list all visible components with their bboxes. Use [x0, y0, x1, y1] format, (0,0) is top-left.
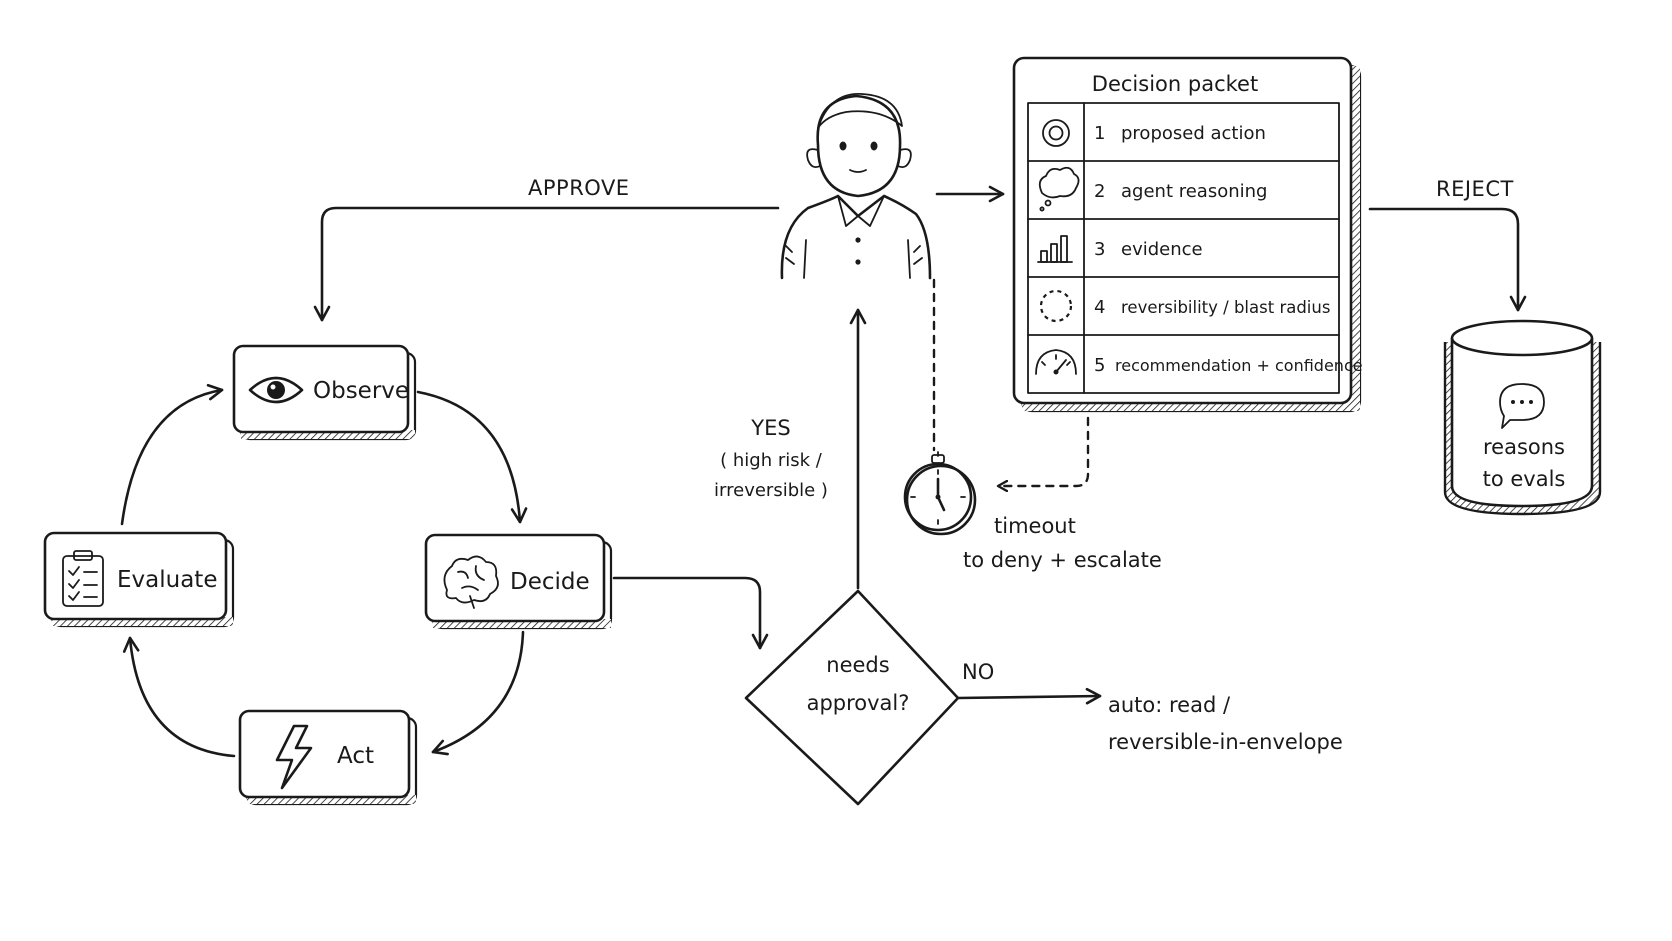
packet-row-3: 3 evidence — [1037, 235, 1203, 263]
timeout-line2: to deny + escalate — [963, 548, 1162, 572]
packet-title: Decision packet — [1092, 72, 1258, 96]
lightning-bolt-icon — [275, 724, 313, 790]
bar-chart-icon — [1037, 235, 1073, 263]
gauge-icon — [1035, 349, 1077, 375]
decision-packet: Decision packet 1 proposed action 2 agen… — [1012, 56, 1363, 413]
yes-detail-line2: irreversible ) — [714, 480, 828, 501]
eye-icon — [248, 376, 304, 404]
observe-label: Observe — [313, 378, 409, 404]
decide-to-gate-arrow — [612, 576, 769, 650]
packet-row-3-text: evidence — [1121, 239, 1203, 260]
packet-row-5: 5 recommendation + confidence — [1035, 349, 1363, 376]
packet-row-1-text: proposed action — [1121, 123, 1266, 144]
auto-line2: reversible-in-envelope — [1108, 730, 1343, 754]
approve-arrow — [313, 206, 780, 322]
dashed-circle-icon — [1039, 289, 1073, 323]
packet-to-timer-dashed-arrow — [996, 416, 1090, 486]
yes-label: YES — [750, 416, 790, 440]
decide-node: Decide — [424, 533, 613, 630]
store-line1: reasons — [1483, 435, 1565, 459]
timeout-line1: timeout — [994, 514, 1076, 538]
packet-row-1-num: 1 — [1094, 123, 1105, 144]
packet-row-2-text: agent reasoning — [1121, 181, 1267, 202]
act-label: Act — [337, 743, 374, 769]
human-reviewer-figure — [780, 93, 932, 280]
packet-row-4-num: 4 — [1094, 297, 1105, 318]
no-arrow — [956, 687, 1102, 705]
speech-bubble-icon — [1499, 383, 1545, 429]
stopwatch-icon — [903, 451, 977, 536]
gate-question-line2: approval? — [807, 691, 910, 715]
packet-row-2: 2 agent reasoning — [1038, 166, 1267, 212]
yes-detail-line1: ( high risk / — [720, 450, 823, 471]
observe-to-decide-arrow — [416, 390, 528, 524]
packet-row-1: 1 proposed action — [1042, 119, 1266, 147]
packet-row-2-num: 2 — [1094, 181, 1105, 202]
brain-icon — [443, 555, 499, 609]
no-label: NO — [962, 660, 994, 684]
target-icon — [1042, 119, 1070, 147]
store-line2: to evals — [1483, 467, 1566, 491]
packet-row-5-text: recommendation + confidence — [1115, 356, 1363, 375]
evaluate-node: Evaluate — [43, 531, 235, 628]
auto-line1: auto: read / — [1108, 693, 1231, 717]
packet-row-5-num: 5 — [1094, 355, 1105, 376]
reject-label: REJECT — [1436, 177, 1514, 201]
packet-row-4-text: reversibility / blast radius — [1121, 298, 1330, 317]
approval-gate: needs approval? — [744, 589, 960, 806]
packet-row-3-num: 3 — [1094, 239, 1105, 260]
clipboard-checklist-icon — [62, 550, 104, 607]
observe-node: Observe — [232, 344, 417, 441]
decide-label: Decide — [510, 569, 590, 595]
evaluate-to-observe-arrow — [120, 383, 224, 526]
reject-arrow — [1368, 207, 1527, 312]
approve-label: APPROVE — [528, 176, 630, 200]
evaluate-label: Evaluate — [117, 567, 217, 593]
act-to-evaluate-arrow — [122, 636, 236, 758]
thought-cloud-icon — [1038, 166, 1080, 212]
evals-store-cylinder: reasons to evals — [1443, 319, 1602, 516]
packet-row-4: 4 reversibility / blast radius — [1039, 289, 1330, 323]
decide-to-act-arrow — [431, 630, 525, 756]
act-node: Act — [238, 709, 418, 806]
gate-question-line1: needs — [826, 653, 889, 677]
